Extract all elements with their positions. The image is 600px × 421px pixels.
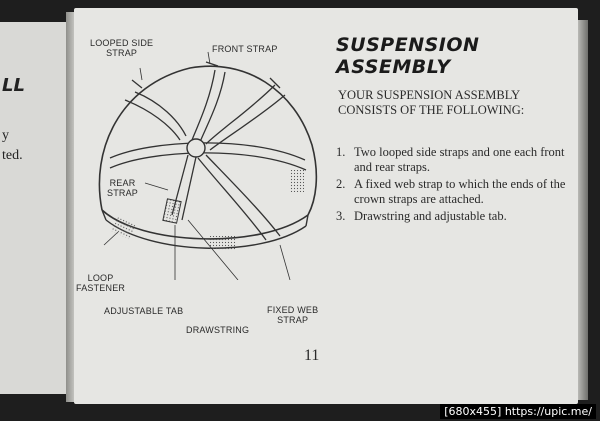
label-line: FIXED WEB	[267, 305, 318, 315]
section-title-line: SUSPENSION	[336, 34, 479, 56]
page-number: 11	[304, 347, 319, 365]
suspension-diagram	[80, 40, 330, 280]
label-line: LOOPED SIDE	[90, 38, 153, 48]
list-item: 2.A fixed web strap to which the ends of…	[336, 177, 572, 207]
list-item-number: 1.	[336, 145, 354, 175]
list-item-text: Two looped side straps and one each fron…	[354, 145, 572, 175]
label-loop-fastener: LOOP FASTENER	[76, 273, 125, 293]
label-line: REAR	[107, 178, 138, 188]
label-drawstring: DRAWSTRING	[186, 325, 249, 335]
label-line: STRAP	[90, 48, 153, 58]
left-page-fragment: LL	[2, 75, 25, 96]
section-title-line: ASSEMBLY	[336, 56, 479, 78]
label-fixed-web-strap: FIXED WEB STRAP	[267, 305, 318, 325]
label-rear-strap: REAR STRAP	[107, 178, 138, 198]
list-item-number: 2.	[336, 177, 354, 207]
label-front-strap: FRONT STRAP	[212, 44, 278, 54]
component-list: 1.Two looped side straps and one each fr…	[336, 145, 572, 226]
label-adjustable-tab: ADJUSTABLE TAB	[104, 306, 183, 316]
section-title: SUSPENSION ASSEMBLY	[336, 34, 479, 78]
left-page-fragment: ted.	[2, 148, 23, 164]
left-page-fragment: y	[2, 128, 9, 144]
page-edge-shadow	[578, 20, 588, 400]
list-item-number: 3.	[336, 209, 354, 224]
watermark: [680x455] https://upic.me/	[440, 404, 596, 419]
intro-text: YOUR SUSPENSION ASSEMBLY CONSISTS OF THE…	[338, 88, 570, 118]
label-line: LOOP	[76, 273, 125, 283]
list-item: 3.Drawstring and adjustable tab.	[336, 209, 572, 224]
list-item: 1.Two looped side straps and one each fr…	[336, 145, 572, 175]
list-item-text: A fixed web strap to which the ends of t…	[354, 177, 572, 207]
label-line: STRAP	[267, 315, 318, 325]
label-looped-side-strap: LOOPED SIDE STRAP	[90, 38, 153, 58]
label-line: STRAP	[107, 188, 138, 198]
label-line: FASTENER	[76, 283, 125, 293]
list-item-text: Drawstring and adjustable tab.	[354, 209, 507, 224]
